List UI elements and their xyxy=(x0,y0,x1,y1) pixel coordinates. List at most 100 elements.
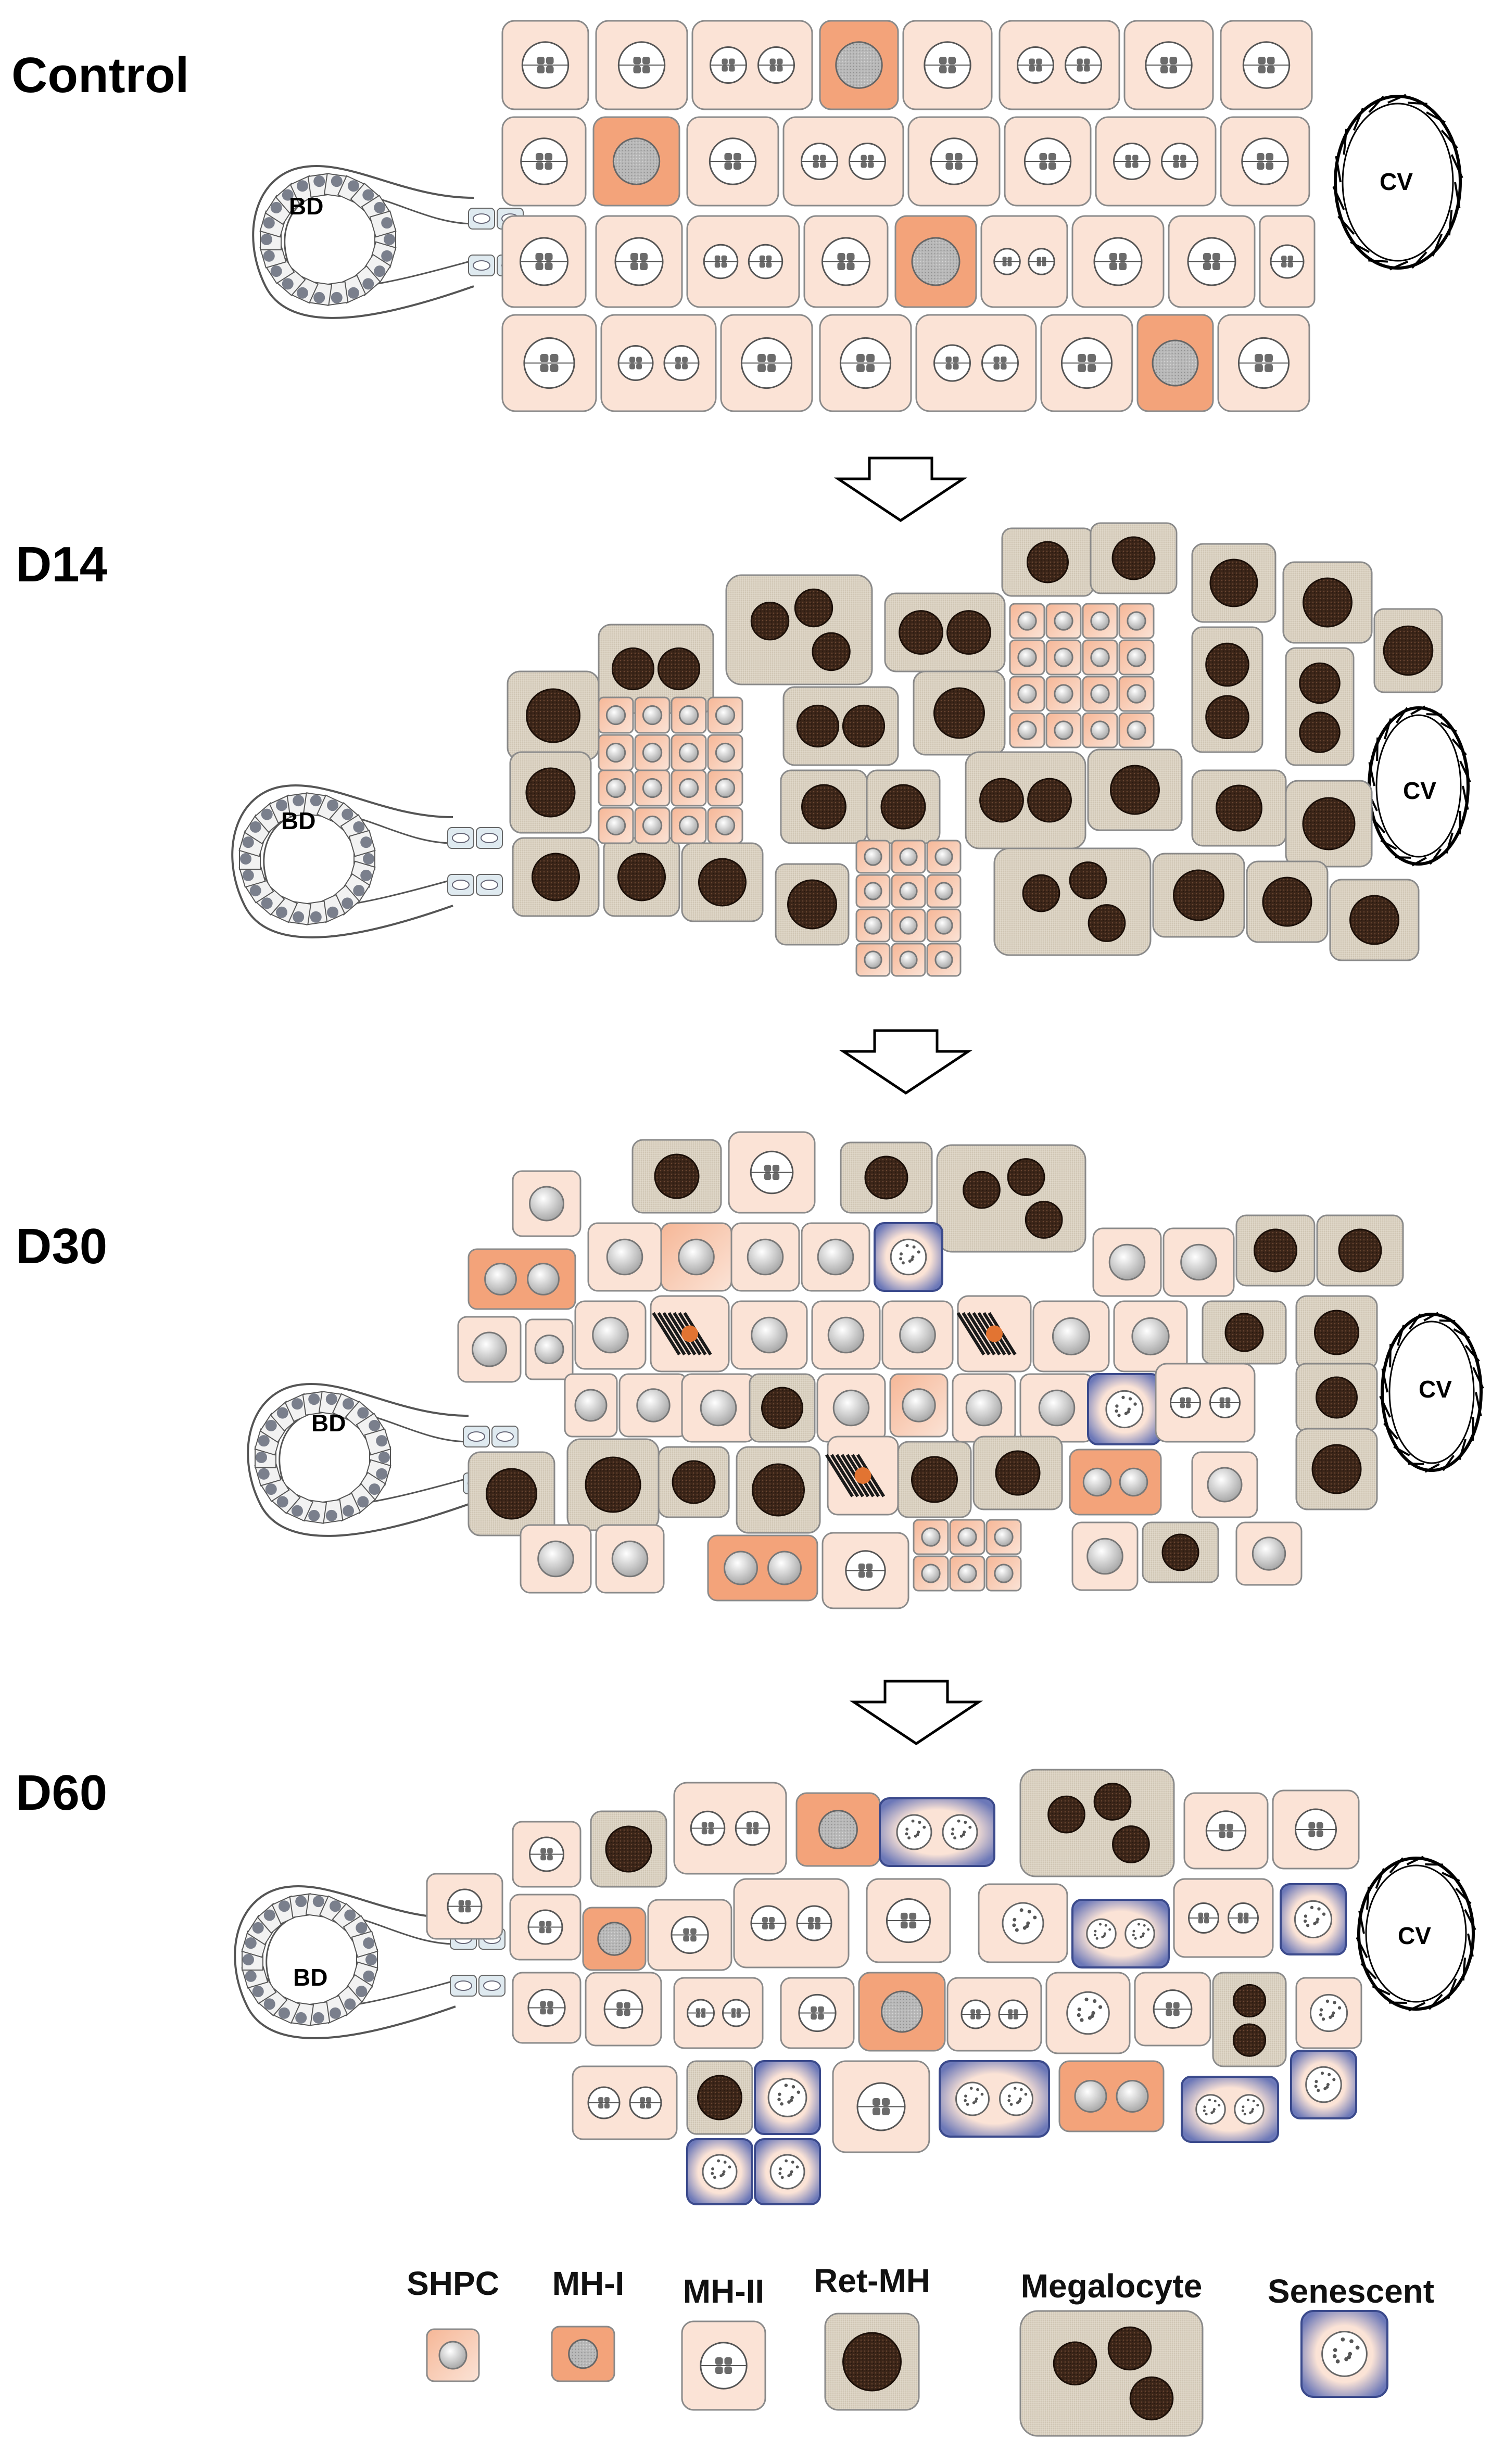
cell xyxy=(1019,2310,1204,2437)
cell xyxy=(1155,1363,1256,1443)
cell xyxy=(658,1446,730,1518)
cell xyxy=(509,1894,582,1961)
cell xyxy=(598,624,714,714)
cell xyxy=(1082,639,1118,676)
cell xyxy=(1272,1789,1360,1870)
cell xyxy=(1071,215,1165,308)
cell xyxy=(1295,1363,1378,1432)
cell xyxy=(946,1977,1042,2052)
cell xyxy=(631,1139,722,1214)
legend-label-retmh: Ret-MH xyxy=(814,2262,930,2300)
cell xyxy=(1329,879,1420,961)
cell xyxy=(501,314,597,412)
cell xyxy=(582,1907,647,1971)
cell xyxy=(671,734,707,771)
cell xyxy=(915,314,1037,412)
cell xyxy=(1134,1972,1211,2047)
cell xyxy=(754,2138,821,2205)
cell xyxy=(1090,522,1178,594)
cell xyxy=(707,1534,818,1602)
cell xyxy=(681,2320,766,2411)
cell xyxy=(574,1300,647,1370)
cell xyxy=(891,943,926,977)
cell xyxy=(595,20,688,110)
cell xyxy=(525,1318,574,1380)
cell xyxy=(840,1141,933,1214)
cell xyxy=(881,1300,954,1370)
cell xyxy=(972,1436,1063,1510)
cell xyxy=(730,1300,808,1370)
cell xyxy=(1004,116,1092,207)
cell xyxy=(1040,314,1133,412)
cell xyxy=(660,1222,732,1292)
cell xyxy=(749,1373,816,1443)
cell xyxy=(1009,712,1045,748)
cell xyxy=(1071,1899,1170,1968)
cell xyxy=(564,1373,618,1438)
cell xyxy=(1009,676,1045,712)
central-vein xyxy=(1366,705,1471,867)
cell xyxy=(551,2326,615,2382)
cv-label-d60: CV xyxy=(1398,1922,1431,1949)
panel-label-d60: D60 xyxy=(16,1765,108,1821)
cell xyxy=(1290,2050,1357,2119)
cell xyxy=(1118,712,1155,748)
stage-arrow xyxy=(839,1029,973,1095)
cell xyxy=(707,734,743,771)
cell xyxy=(858,1972,946,2052)
cell xyxy=(501,116,587,207)
cell xyxy=(1045,603,1082,639)
stage-arrow xyxy=(833,456,968,523)
cell xyxy=(634,696,671,734)
cell xyxy=(803,215,889,308)
cell xyxy=(866,1878,951,1963)
legend-label-megalocyte: Megalocyte xyxy=(1020,2267,1203,2305)
panel-label-d30: D30 xyxy=(16,1218,108,1274)
cell xyxy=(780,769,868,844)
cell xyxy=(1235,1521,1303,1586)
cell xyxy=(512,1821,582,1888)
cell xyxy=(1001,527,1094,597)
cell xyxy=(501,215,587,308)
cell xyxy=(811,1300,881,1370)
cell xyxy=(897,1441,972,1518)
cell xyxy=(600,314,717,412)
cell xyxy=(426,1873,503,1940)
bd-label-control: BD xyxy=(289,193,323,220)
cell xyxy=(913,670,1006,756)
cell xyxy=(598,696,634,734)
cell xyxy=(855,943,891,977)
cell xyxy=(884,592,1006,672)
cell xyxy=(1191,769,1287,847)
cell xyxy=(595,1524,665,1594)
cell xyxy=(985,1555,1022,1592)
cell xyxy=(1095,116,1217,207)
cell xyxy=(1295,1428,1378,1510)
cell xyxy=(507,670,600,761)
cell xyxy=(1191,626,1263,753)
cell xyxy=(949,1519,985,1555)
cell xyxy=(821,1532,909,1609)
panel-label-d14: D14 xyxy=(16,537,108,592)
cell xyxy=(566,1438,660,1531)
cell xyxy=(936,1144,1086,1253)
cell xyxy=(1082,712,1118,748)
cell xyxy=(824,2313,920,2411)
cv-label-control: CV xyxy=(1380,168,1413,195)
cv-label-d30: CV xyxy=(1419,1376,1452,1403)
bd-label-d30: BD xyxy=(311,1409,346,1437)
cell xyxy=(913,1555,949,1592)
central-vein xyxy=(1356,1856,1476,2012)
cell xyxy=(819,20,899,110)
cell xyxy=(686,116,779,207)
cell xyxy=(671,769,707,807)
cell xyxy=(891,874,926,908)
central-vein xyxy=(1332,94,1463,271)
cell xyxy=(1009,603,1045,639)
cell xyxy=(1285,647,1355,766)
cell xyxy=(1136,314,1214,412)
bile-duct xyxy=(252,165,524,319)
cell xyxy=(512,1170,582,1237)
cell xyxy=(1220,116,1310,207)
panel-label-control: Control xyxy=(11,47,189,103)
